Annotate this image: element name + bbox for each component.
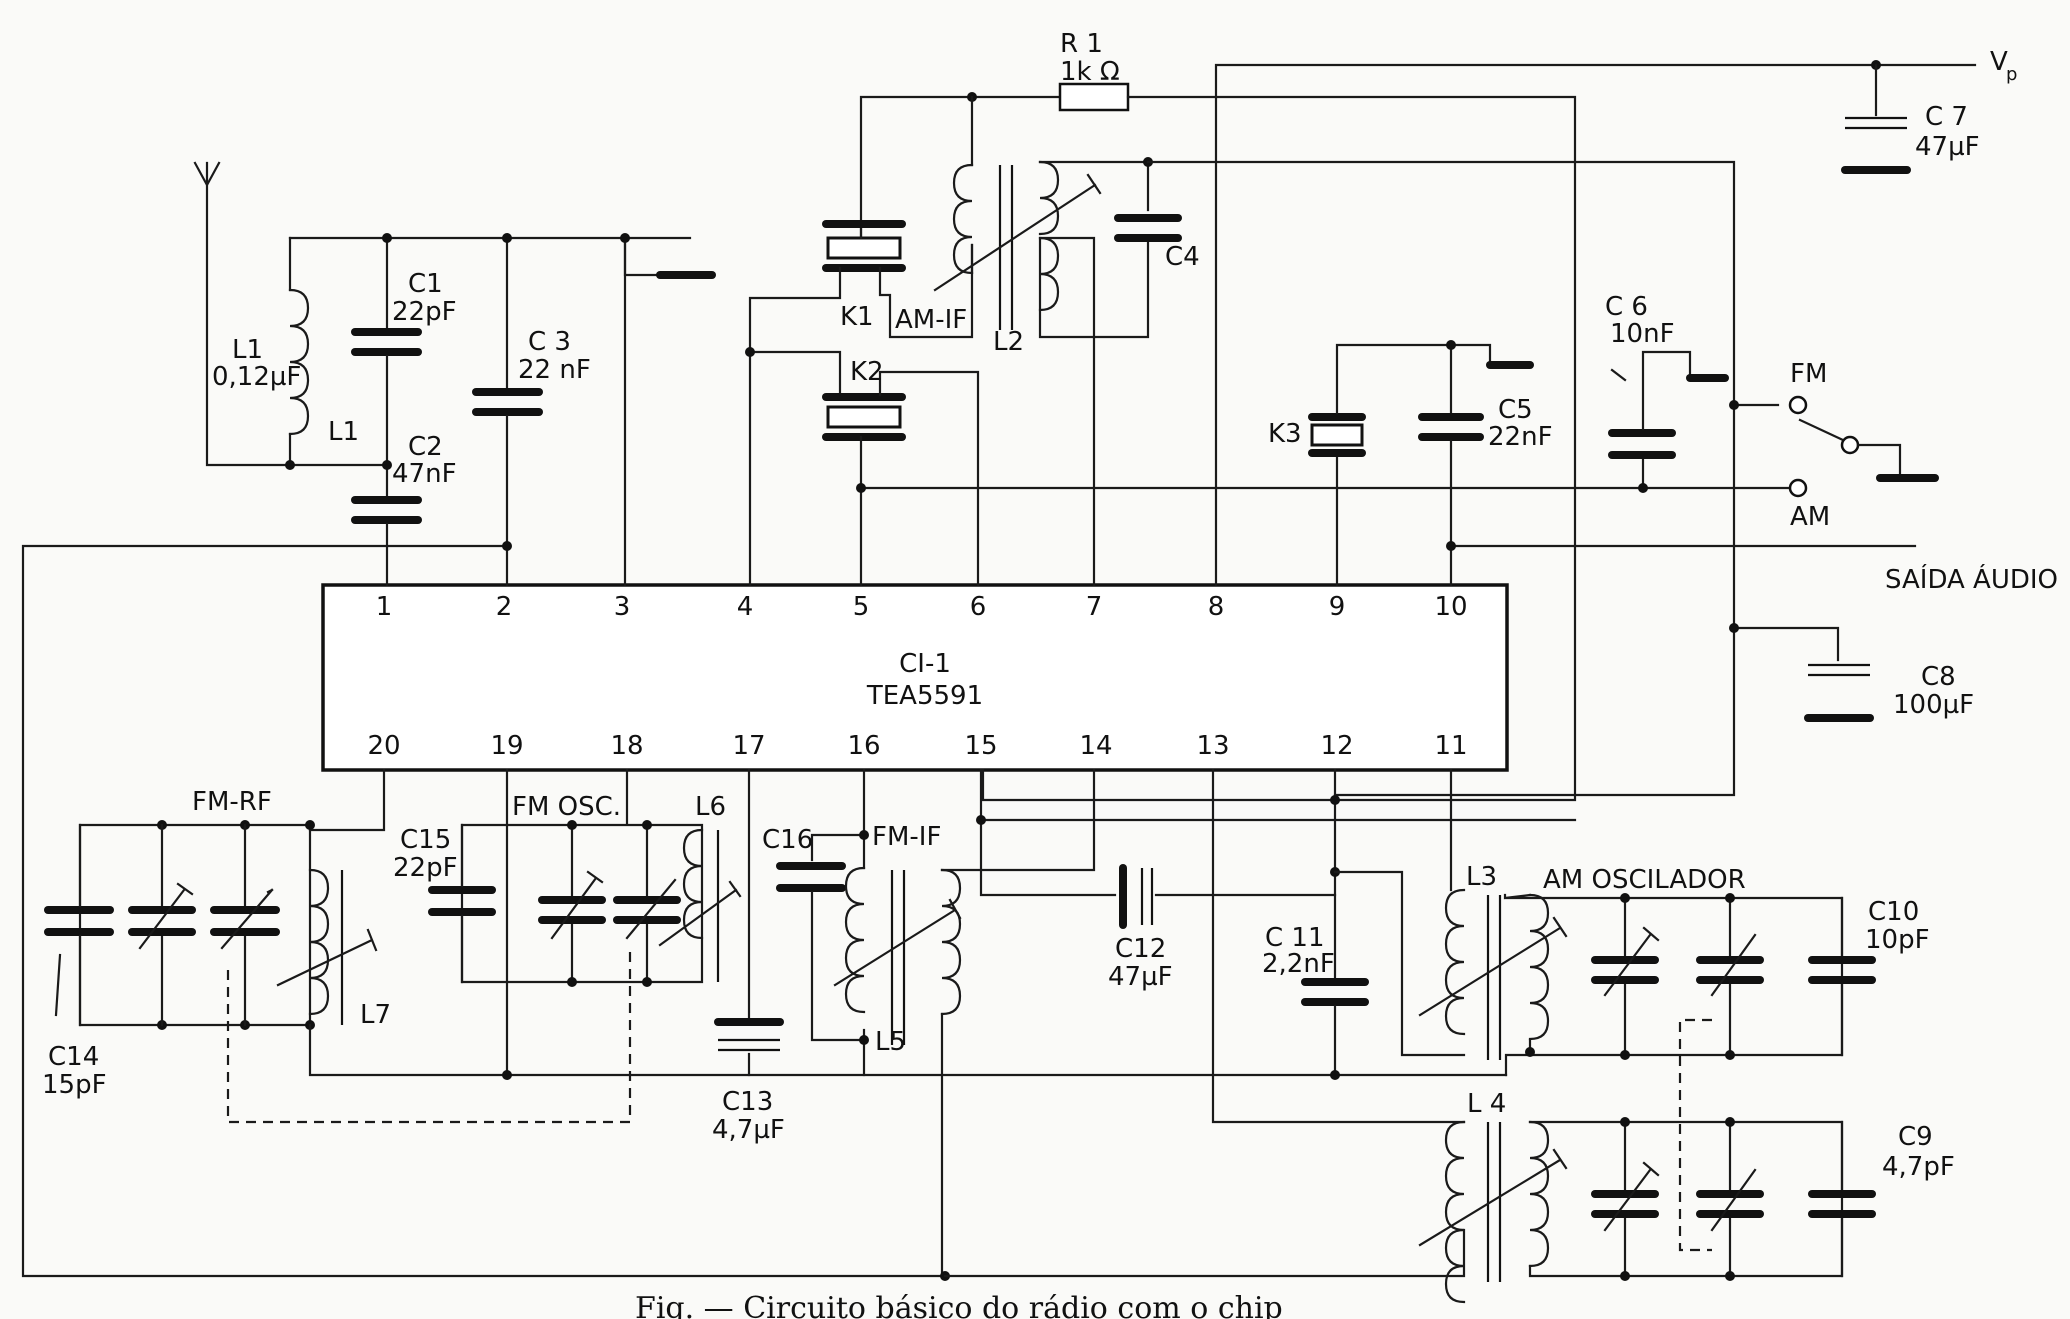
c14-value: 15pF xyxy=(42,1070,107,1100)
loop-wire xyxy=(21,544,947,1278)
k1-name: K1 xyxy=(840,302,874,332)
c7-name: C 7 xyxy=(1925,102,1968,132)
pin-8: 8 xyxy=(1208,592,1225,622)
l6-name: L6 xyxy=(695,792,726,822)
pin-16: 16 xyxy=(847,731,880,761)
c5-name: C5 xyxy=(1498,395,1533,425)
l1-value: 0,12µF xyxy=(212,362,301,392)
audio-out-label: SAÍDA ÁUDIO xyxy=(1885,563,2058,595)
c10-value: 10pF xyxy=(1865,925,1930,955)
am-osc-label: AM OSCILADOR xyxy=(1543,865,1746,895)
vp-sub: p xyxy=(2006,64,2017,85)
l4-section xyxy=(943,768,1876,1304)
c2-value: 47nF xyxy=(392,459,457,489)
right-section xyxy=(856,60,1977,722)
ic-body xyxy=(321,583,1509,772)
l2-tuning-arrow xyxy=(933,173,1102,292)
pin-20: 20 xyxy=(367,731,400,761)
c3-value: 22 nF xyxy=(518,355,591,385)
c7-value: 47µF xyxy=(1915,132,1980,162)
c15-value: 22pF xyxy=(393,853,458,883)
pin-6: 6 xyxy=(970,592,987,622)
fm-if-section xyxy=(714,768,1577,1281)
antenna-icon xyxy=(193,161,221,188)
fm-osc-section xyxy=(428,768,742,1080)
c6-value: 10nF xyxy=(1610,319,1675,349)
terminal-labels: V p FM AM SAÍDA ÁUDIO xyxy=(1790,47,2058,595)
pin-11: 11 xyxy=(1434,731,1467,761)
figure-caption: Fig. — Circuito básico do rádio com o ch… xyxy=(635,1291,1283,1319)
l2-name: L2 xyxy=(993,327,1024,357)
l1-coil xyxy=(288,288,310,436)
pin-12: 12 xyxy=(1320,731,1353,761)
pin-14: 14 xyxy=(1079,731,1112,761)
c12-value: 47µF xyxy=(1108,962,1173,992)
c16-name: C16 xyxy=(762,825,813,855)
antenna-wire xyxy=(205,161,292,467)
pin-9: 9 xyxy=(1329,592,1346,622)
pin-5: 5 xyxy=(853,592,870,622)
pin-labels-top: 1 2 3 4 5 6 7 8 9 10 xyxy=(376,592,1468,622)
c1-name: C1 xyxy=(408,269,443,299)
pin-3: 3 xyxy=(614,592,631,622)
c5-value: 22nF xyxy=(1488,422,1553,452)
c8-name: C8 xyxy=(1921,662,1956,692)
c11-name: C 11 xyxy=(1265,923,1325,953)
fm-label: FM xyxy=(1790,359,1827,389)
pin-labels-bottom: 20 19 18 17 16 15 14 13 12 11 xyxy=(367,731,1467,761)
c13-value: 4,7µF xyxy=(712,1115,785,1145)
c13-name: C13 xyxy=(722,1087,773,1117)
l5-name: L5 xyxy=(875,1027,906,1057)
pin-4: 4 xyxy=(737,592,754,622)
c1-value: 22pF xyxy=(392,297,457,327)
pin-10: 10 xyxy=(1434,592,1467,622)
c3-name: C 3 xyxy=(528,327,571,357)
c6-name: C 6 xyxy=(1605,292,1648,322)
ic-part: TEA5591 xyxy=(866,681,983,711)
am-if-section xyxy=(745,82,1736,802)
c8-value: 100µF xyxy=(1893,690,1974,720)
l3-name: L3 xyxy=(1466,862,1497,892)
pin-15: 15 xyxy=(964,731,997,761)
fm-rf-section xyxy=(44,768,1508,1124)
am-label: AM xyxy=(1790,502,1830,532)
fm-rf-label: FM-RF xyxy=(192,787,272,817)
pin-19: 19 xyxy=(490,731,523,761)
c14-name: C14 xyxy=(48,1042,99,1072)
component-labels: L1 0,12µF L1 C1 22pF C2 47nF C 3 22 nF R… xyxy=(42,29,1980,1182)
pin-1: 1 xyxy=(376,592,393,622)
pin-18: 18 xyxy=(610,731,643,761)
c2-name: C2 xyxy=(408,432,443,462)
c12-name: C12 xyxy=(1115,934,1166,964)
c15-name: C15 xyxy=(400,825,451,855)
fm-osc-label: FM OSC. xyxy=(512,792,621,822)
k2-name: K2 xyxy=(850,357,884,387)
ic-name: CI-1 xyxy=(899,649,951,679)
pin-7: 7 xyxy=(1086,592,1103,622)
c10-name: C10 xyxy=(1868,897,1919,927)
r1-name: R 1 xyxy=(1060,29,1103,59)
c4-name: C4 xyxy=(1165,242,1200,272)
c9-name: C9 xyxy=(1898,1122,1933,1152)
l1-name: L1 xyxy=(232,335,263,365)
k3-name: K3 xyxy=(1268,419,1302,449)
c9-value: 4,7pF xyxy=(1882,1152,1955,1182)
pin-17: 17 xyxy=(732,731,765,761)
pin-13: 13 xyxy=(1196,731,1229,761)
r1-value: 1k Ω xyxy=(1060,57,1120,87)
r1-body xyxy=(1058,82,1130,112)
am-osc-section xyxy=(1301,768,1876,1252)
l7-name: L7 xyxy=(360,1000,391,1030)
l4-name: L 4 xyxy=(1467,1089,1506,1119)
l1-label2: L1 xyxy=(328,417,359,447)
fm-if-label: FM-IF xyxy=(872,822,941,852)
pin-2: 2 xyxy=(496,592,513,622)
c11-value: 2,2nF xyxy=(1262,949,1335,979)
am-if-label: AM-IF xyxy=(895,305,967,335)
vp-label: V xyxy=(1990,47,2008,77)
antenna-section xyxy=(21,161,947,1278)
